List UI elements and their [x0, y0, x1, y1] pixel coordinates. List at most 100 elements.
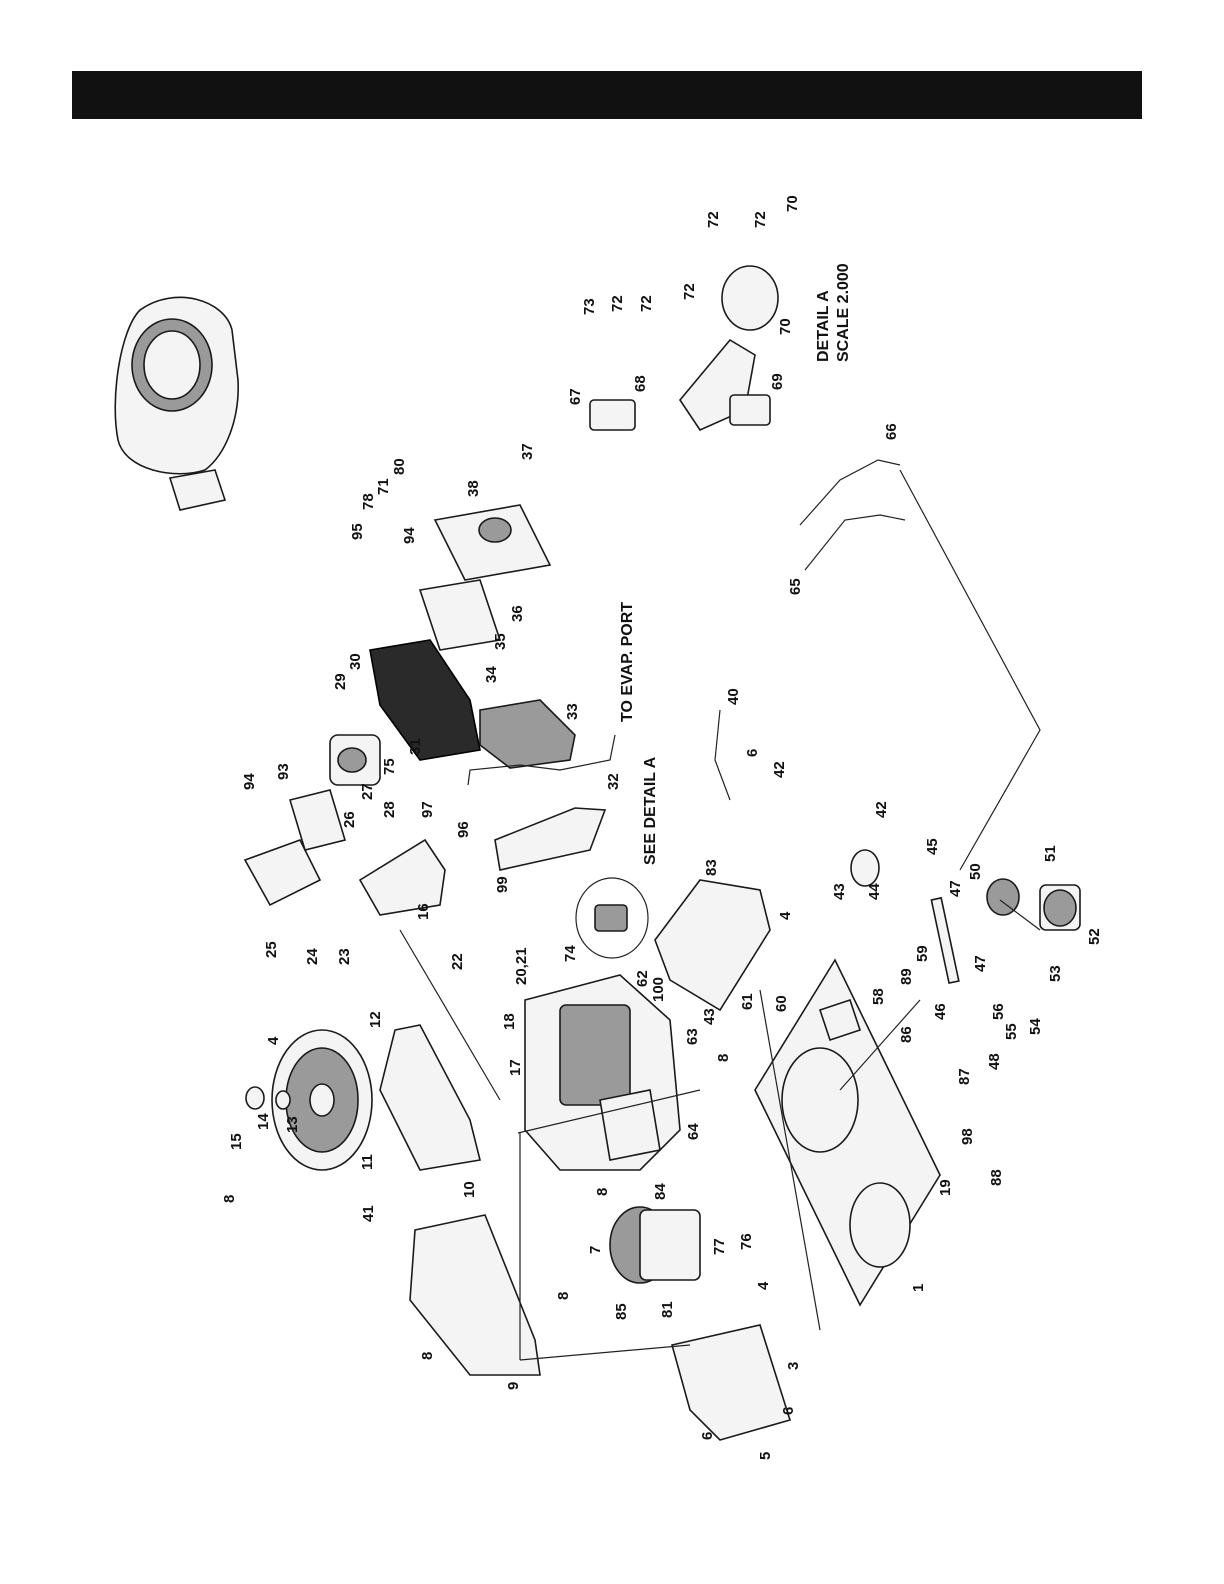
manifold-gasket — [288, 789, 347, 851]
callout-4: 4 — [265, 1036, 282, 1045]
callout-6b: 6 — [699, 1432, 716, 1440]
callout-50: 50 — [967, 863, 984, 880]
starter-motor — [609, 1206, 701, 1284]
callout-47: 46 — [932, 1003, 949, 1020]
flywheel — [271, 1029, 373, 1171]
callout-52: 52 — [1086, 928, 1103, 945]
callout-8: 8 — [221, 1195, 238, 1203]
callout-83: 78 — [360, 493, 377, 510]
callout-7: 7 — [587, 1246, 604, 1254]
fuel-pipe — [714, 709, 731, 801]
intake-elbow — [479, 699, 576, 769]
callout-72b: 72 — [609, 295, 626, 312]
air-cleaner-bracket — [494, 807, 607, 871]
callout-93: 94 — [241, 773, 258, 790]
callout-4b: 4 — [755, 1281, 772, 1290]
callout-25: 25 — [263, 941, 280, 958]
heat-deflector — [358, 838, 446, 916]
callout-78: 75 — [381, 758, 398, 775]
engine-backplate — [379, 1024, 481, 1171]
base-frame — [754, 958, 941, 1307]
callout-26: 26 — [341, 811, 358, 828]
callout-56: 56 — [990, 1003, 1007, 1020]
callout-67: 67 — [567, 388, 584, 405]
callout-44: 43 — [831, 883, 848, 900]
callout-68: 68 — [632, 375, 649, 392]
callout-30: 30 — [347, 653, 364, 670]
callout-86: 83 — [703, 859, 720, 876]
callout-90: 88 — [988, 1169, 1005, 1186]
callout-15: 15 — [228, 1133, 245, 1150]
callout-92: 93 — [275, 763, 292, 780]
oil-line-long — [899, 469, 1041, 871]
callout-labels: 8 15 4 14 13 11 41 10 12 8 9 8 7 8 84 85… — [221, 195, 1103, 1460]
engine-block — [524, 974, 681, 1171]
callout-5: 5 — [757, 1452, 774, 1460]
callout-61: 61 — [739, 993, 756, 1010]
detail-a-circle — [575, 877, 649, 959]
callout-75: 72 — [638, 295, 655, 312]
blower-housing — [114, 296, 239, 511]
callout-63: 63 — [684, 1028, 701, 1045]
callout-64: 64 — [685, 1123, 702, 1140]
callout-55: 55 — [1003, 1023, 1020, 1040]
callout-14: 14 — [255, 1113, 272, 1130]
cylinder-shroud-right — [671, 1324, 792, 1441]
callout-4c: 4 — [777, 911, 794, 920]
callout-70: 70 — [777, 318, 794, 335]
callout-1: 1 — [910, 1284, 927, 1292]
callout-36: 36 — [509, 605, 526, 622]
evap-hose — [467, 734, 616, 786]
callout-90b: 87 — [956, 1068, 973, 1085]
callout-49: 48 — [986, 1053, 1003, 1070]
callout-13: 13 — [284, 1116, 301, 1133]
callout-71: 70 — [784, 195, 801, 212]
callout-42: 42 — [771, 761, 788, 778]
callout-6c: 6 — [744, 749, 761, 757]
leader-lines — [399, 899, 1041, 1361]
callout-18: 18 — [501, 1013, 518, 1030]
header-bar — [72, 71, 1142, 119]
oil-line-lower — [804, 514, 906, 571]
note-evap-port: TO EVAP. PORT — [619, 602, 636, 722]
callout-47b: 47 — [947, 880, 964, 897]
callout-23: 23 — [336, 948, 353, 965]
callout-99: 99 — [494, 876, 511, 893]
callout-51: 51 — [1042, 845, 1059, 862]
oil-line-upper — [799, 459, 901, 526]
carburetor — [329, 734, 381, 786]
callout-73: 72 — [705, 211, 722, 228]
callout-12: 12 — [367, 1011, 384, 1028]
callout-40: 40 — [725, 688, 742, 705]
callout-48: 47 — [972, 955, 989, 972]
callout-91: 89 — [898, 968, 915, 985]
callout-10: 10 — [461, 1181, 478, 1198]
callout-46: 45 — [924, 838, 941, 855]
callout-66: 66 — [883, 423, 900, 440]
flywheel-nut — [245, 1086, 265, 1110]
callout-3: 3 — [785, 1362, 802, 1370]
cylinder-shroud-left — [409, 1214, 541, 1376]
callout-58: 58 — [870, 988, 887, 1005]
callout-9: 9 — [505, 1382, 522, 1390]
callout-89: 86 — [898, 1026, 915, 1043]
flywheel-washer — [275, 1090, 291, 1110]
callout-41: 41 — [360, 1205, 377, 1222]
detail-a-title: DETAIL A — [815, 290, 832, 362]
callout-43b: 43 — [701, 1008, 718, 1025]
callout-45: 44 — [866, 883, 883, 900]
callout-100: 100 — [650, 977, 667, 1002]
callout-27: 27 — [359, 783, 376, 800]
callout-85: 80 — [391, 458, 408, 475]
callout-76: 73 — [581, 298, 598, 315]
callout-77: 74 — [562, 945, 579, 962]
callout-65: 65 — [787, 578, 804, 595]
callout-24: 24 — [304, 948, 321, 965]
note-see-detail-a: SEE DETAIL A — [642, 756, 659, 865]
callout-11: 11 — [359, 1154, 376, 1170]
callout-20-21: 20,21 — [513, 947, 530, 985]
battery-tray — [654, 879, 771, 1012]
callout-31: 31 — [407, 738, 424, 755]
callout-16: 16 — [415, 903, 432, 920]
